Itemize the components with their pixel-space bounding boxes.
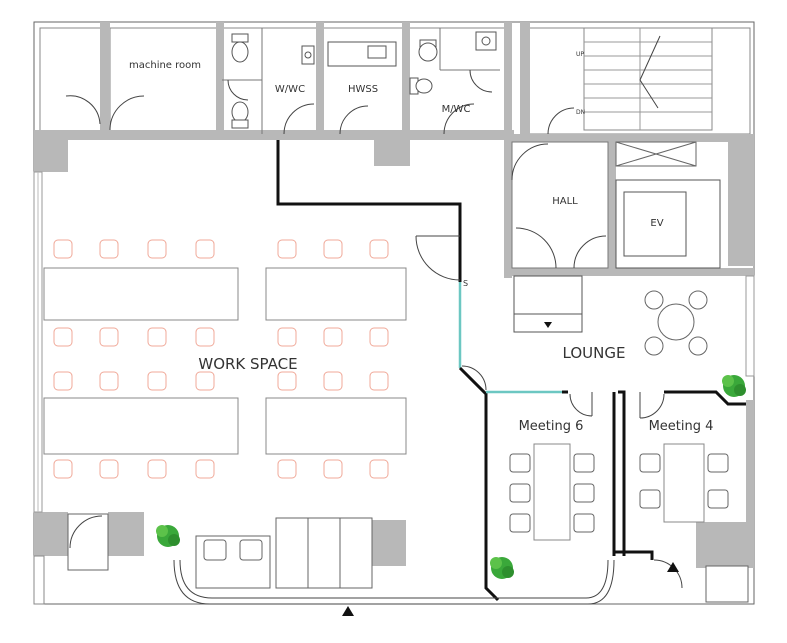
staircase: UP DN — [576, 27, 713, 131]
hwss-label: HWSS — [348, 84, 378, 95]
hall-area — [511, 141, 609, 269]
plant-icon — [490, 557, 514, 579]
west-windows — [33, 171, 43, 513]
elevator-shaft — [615, 141, 721, 269]
toilet-icon — [231, 33, 249, 63]
walls — [34, 22, 754, 568]
toilet-icon — [409, 77, 433, 95]
south-area — [33, 513, 749, 605]
ev-label: EV — [650, 218, 663, 229]
hall-label: HALL — [552, 196, 578, 207]
meeting-4-furniture — [639, 443, 729, 523]
machine-room-label: machine room — [129, 60, 201, 71]
toilet-icon — [231, 101, 249, 129]
meeting-4-label: Meeting 4 — [649, 419, 714, 434]
meeting-6-label: Meeting 6 — [519, 419, 584, 434]
wc-west-label: W/WC — [275, 84, 305, 95]
wc-east-label: M/WC — [442, 104, 471, 115]
room-labels: machine room W/WC HWSS M/WC HALL EV WORK… — [129, 60, 713, 434]
toilet-icon — [418, 39, 438, 62]
plant-icon — [722, 375, 746, 397]
sink-icon — [475, 31, 497, 51]
stair-down-label: DN — [576, 109, 585, 116]
stair-up-label: UP — [576, 51, 584, 58]
lounge-furniture — [513, 275, 755, 377]
meeting-6-furniture — [509, 443, 595, 541]
entrance-arrow-icon — [667, 562, 679, 572]
lounge-label: LOUNGE — [563, 344, 626, 362]
work-space-furniture — [43, 239, 407, 479]
entrance-arrow-icon — [342, 606, 354, 616]
work-space-label: WORK SPACE — [198, 355, 297, 373]
partitions — [276, 140, 746, 602]
sink-icon — [301, 45, 315, 65]
fixtures — [65, 28, 575, 135]
plant-icon — [156, 525, 180, 547]
s-marker-label: S — [463, 279, 468, 288]
